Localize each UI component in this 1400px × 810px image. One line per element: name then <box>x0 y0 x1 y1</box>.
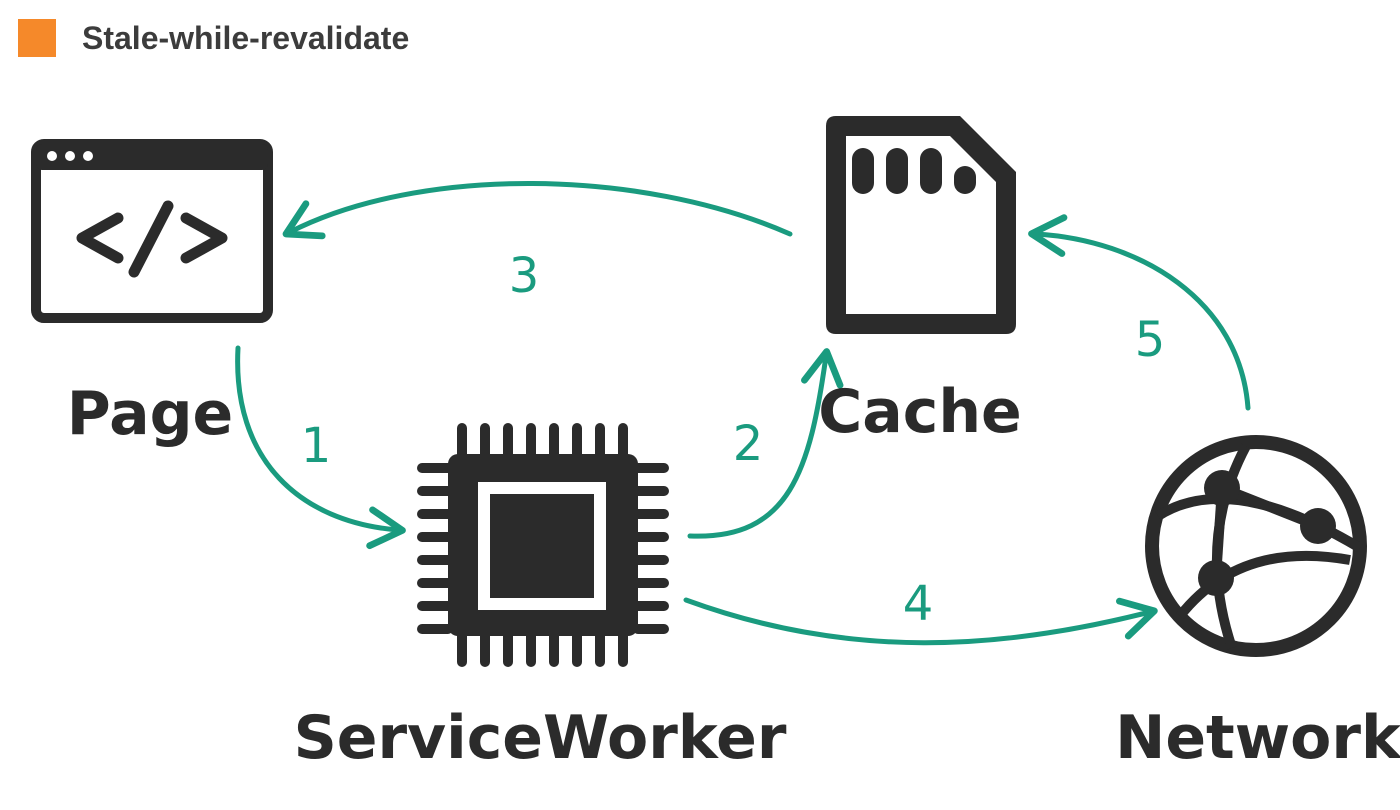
globe-network-icon <box>1145 435 1367 657</box>
diagram-title: Stale-while-revalidate <box>82 19 410 56</box>
arrow-network-to-cache <box>1028 214 1251 411</box>
page-label: Page <box>67 379 234 449</box>
arrow-serviceworker-to-network <box>683 597 1158 646</box>
step-label-5: 5 <box>1135 312 1166 368</box>
step-label-3: 3 <box>509 248 540 304</box>
sd-card-icon <box>826 116 1016 334</box>
serviceworker-label: ServiceWorker <box>294 703 787 773</box>
step-label-1: 1 <box>301 418 332 474</box>
chip-icon <box>417 423 669 667</box>
diagram-header: Stale-while-revalidate <box>18 18 409 58</box>
step-label-2: 2 <box>733 416 764 472</box>
network-label: Network <box>1115 703 1400 773</box>
arrow-page-to-serviceworker <box>235 345 406 550</box>
arrow-serviceworker-to-cache <box>687 348 844 539</box>
header-color-swatch <box>18 19 56 57</box>
cache-label: Cache <box>818 377 1022 447</box>
step-label-4: 4 <box>903 576 934 632</box>
browser-code-icon <box>31 139 273 323</box>
arrow-cache-to-page <box>282 181 793 240</box>
